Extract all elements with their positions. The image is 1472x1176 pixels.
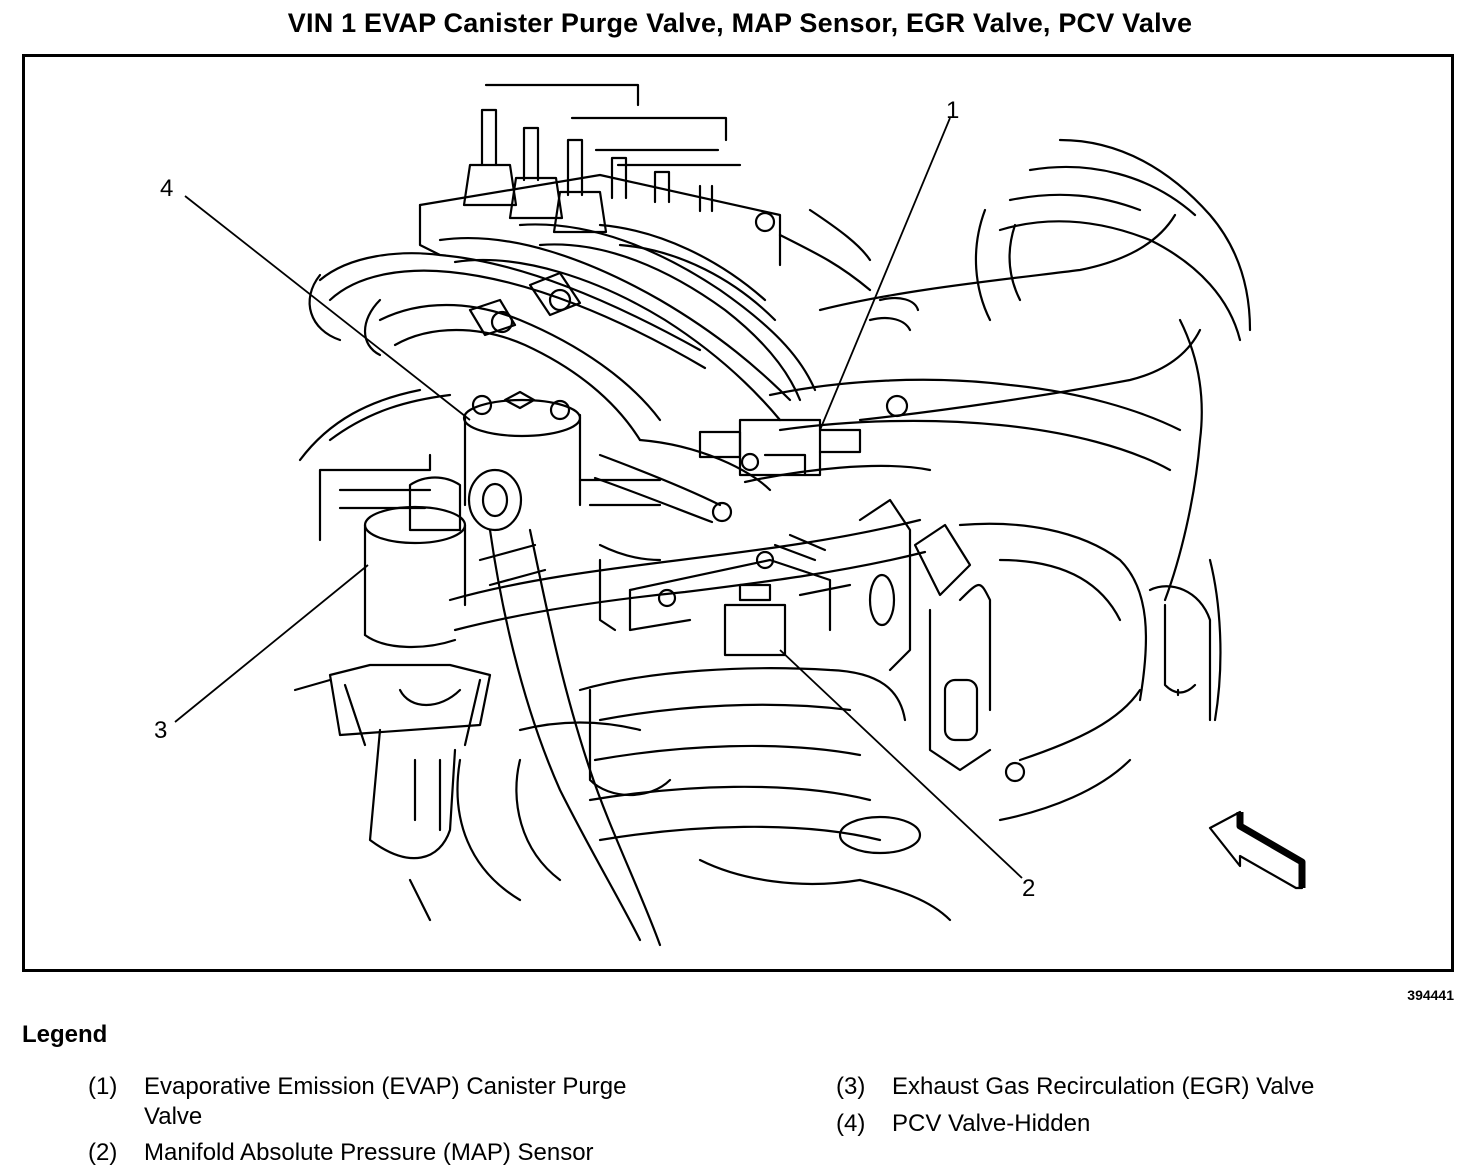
leader-line-2 <box>779 649 1023 879</box>
intake-runners <box>318 223 817 442</box>
legend-item-number: (1) <box>88 1073 118 1100</box>
purge-hose <box>593 438 932 524</box>
leader-line-1 <box>819 117 951 431</box>
callout-leader-lines <box>174 117 1023 879</box>
leader-line-4 <box>184 195 471 421</box>
legend-item-1: (1) Evaporative Emission (EVAP) Canister… <box>88 1072 688 1134</box>
legend-item-text: Exhaust Gas Recirculation (EGR) Valve <box>892 1073 1315 1100</box>
view-direction-arrow <box>1208 810 1306 890</box>
legend-heading: Legend <box>22 1021 108 1048</box>
pcv-housing <box>462 390 662 507</box>
legend-item-4: (4) PCV Valve-Hidden <box>836 1109 1436 1141</box>
callout-1: 1 <box>946 97 960 124</box>
legend-item-text: Evaporative Emission (EVAP) Canister Pur… <box>144 1073 627 1130</box>
fuel-rail <box>298 273 662 632</box>
intake-duct <box>768 138 1252 602</box>
egr-valve <box>293 453 492 922</box>
engine-block <box>456 522 1222 922</box>
callout-2: 2 <box>1022 875 1036 902</box>
legend-item-3: (3) Exhaust Gas Recirculation (EGR) Valv… <box>836 1072 1436 1104</box>
legend-item-number: (4) <box>836 1110 866 1137</box>
figure-number: 394441 <box>1407 987 1454 1003</box>
leader-line-3 <box>174 564 369 723</box>
callout-4: 4 <box>160 175 174 202</box>
evap-purge-valve <box>698 418 862 477</box>
legend-item-2: (2) Manifold Absolute Pressure (MAP) Sen… <box>88 1138 728 1170</box>
diagram-title: VIN 1 EVAP Canister Purge Valve, MAP Sen… <box>287 8 1193 38</box>
illustration-frame <box>22 54 1454 972</box>
legend-item-number: (3) <box>836 1073 866 1100</box>
legend-item-number: (2) <box>88 1139 118 1166</box>
legend-item-text: Manifold Absolute Pressure (MAP) Sensor <box>144 1139 594 1166</box>
callout-3: 3 <box>154 717 168 744</box>
spark-plug-wires <box>418 83 872 292</box>
throttle-bracket <box>858 498 1026 783</box>
legend-item-text: PCV Valve-Hidden <box>892 1110 1091 1137</box>
